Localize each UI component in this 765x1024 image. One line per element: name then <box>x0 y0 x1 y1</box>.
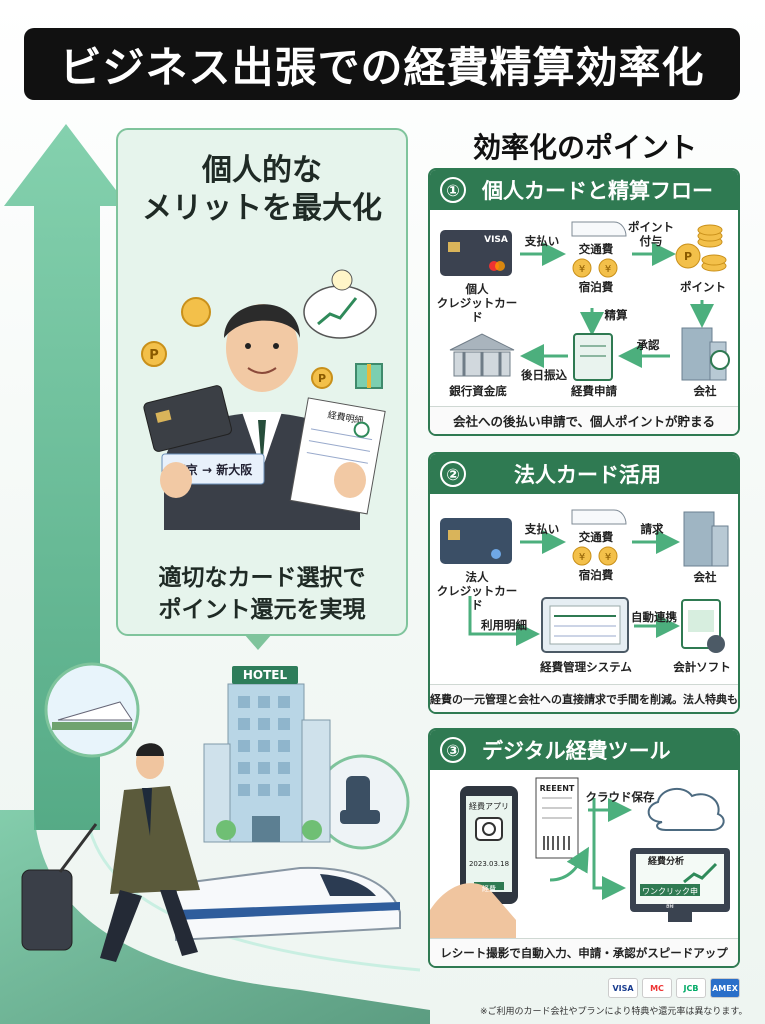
section2-title: 法人カード活用 <box>514 463 661 487</box>
section2-header: ② 法人カード活用 <box>430 454 738 494</box>
transport-label: 交通費 <box>578 242 614 256</box>
hotel-sign: HOTEL <box>232 666 298 684</box>
jcb-logo: JCB <box>676 978 706 998</box>
approve-label: 承認 <box>636 338 660 352</box>
points-label: ポイント <box>680 280 726 294</box>
receipt-label: REEENT <box>539 784 575 793</box>
visa-logo: VISA <box>608 978 638 998</box>
software-label: 会計ソフト <box>673 660 731 674</box>
transport2-label: 交通費 <box>578 530 614 544</box>
pay-label: 支払い <box>524 234 560 248</box>
section2-number: ② <box>440 461 466 487</box>
section1-title: 個人カードと精算フロー <box>482 179 713 203</box>
section3-flow-diagram <box>430 777 730 942</box>
settle-label: 精算 <box>604 308 628 322</box>
points-title: 効率化のポイント <box>472 131 697 164</box>
section1-number: ① <box>440 177 466 203</box>
svg-text:¥: ¥ <box>579 264 585 275</box>
panel-tail <box>244 634 272 650</box>
cloud-save-label: クラウド保存 <box>585 790 655 804</box>
point-grant-label-2: 付与 <box>639 234 663 248</box>
app-name-label: 経費アプリ <box>469 802 509 811</box>
svg-text:¥: ¥ <box>579 552 585 563</box>
section-digital-tools: ③ デジタル経費ツール 経費アプリ REEENT 2023.03.18 経費 ク… <box>428 728 740 968</box>
section3-footer: レシート撮影で自動入力、申請・承認がスピードアップ <box>430 938 738 966</box>
panel-heading: 個人的な メリットを最大化 <box>118 152 406 228</box>
travel-scene-illustration <box>21 662 410 962</box>
lodging-label: 宿泊費 <box>578 280 614 294</box>
bank-label: 銀行資金底 <box>449 384 507 398</box>
panel-heading-line1: 個人的な <box>202 153 322 188</box>
svg-text:P: P <box>318 372 326 385</box>
statement-label: 利用明細 <box>481 618 527 632</box>
section-personal-card: ① 個人カードと精算フロー VISA ¥ ¥ P <box>428 168 740 436</box>
page-title: ビジネス出張での経費精算効率化 <box>59 42 705 92</box>
lodging2-label: 宿泊費 <box>578 568 614 582</box>
section1-footer: 会社への後払い申請で、個人ポイントが貯まる <box>430 406 738 434</box>
invoice-label: 請求 <box>640 522 664 536</box>
personal-card-label-2: クレジットカード <box>436 296 518 324</box>
section3-title: デジタル経費ツール <box>482 739 671 763</box>
card-brand: VISA <box>484 235 508 245</box>
receipt-date-label: 2023.03.18 <box>468 860 510 868</box>
pay2-label: 支払い <box>524 522 560 536</box>
footnote: ※ご利用のカード会社やプランにより特典や還元率は異なります。 <box>480 1007 748 1017</box>
svg-text:¥: ¥ <box>605 264 611 275</box>
panel-sub-line2: ポイント還元を実現 <box>158 597 366 623</box>
personal-card-label: 個人 クレジットカード <box>434 282 520 324</box>
section2-footer: 経費の一元管理と会社への直接請求で手間を削減。法人特典も <box>430 684 738 712</box>
auto-link-label: 自動連携 <box>631 610 677 624</box>
corporate-card-label-1: 法人 <box>465 570 489 584</box>
point-grant-label: ポイント 付与 <box>626 220 676 248</box>
system-label: 経費管理システム <box>540 660 632 674</box>
section3-number: ③ <box>440 737 466 763</box>
amex-logo: AMEX <box>710 978 740 998</box>
ticket-text: 東京 → 新大阪 <box>174 462 253 477</box>
svg-text:P: P <box>149 348 159 363</box>
panel-subheading: 適切なカード選択で ポイント還元を実現 <box>118 562 406 626</box>
panel-heading-line2: メリットを最大化 <box>142 191 382 226</box>
analysis-label: 経費分析 <box>647 857 684 867</box>
section3-header: ③ デジタル経費ツール <box>430 730 738 770</box>
payment-logos: VISA MC JCB AMEX <box>608 978 740 998</box>
corporate-card-label: 法人 クレジットカード <box>434 570 520 612</box>
company-label: 会社 <box>693 384 717 398</box>
later-transfer-label: 後日振込 <box>521 368 567 382</box>
section1-flow-diagram: VISA ¥ ¥ P <box>440 221 730 381</box>
personal-card-label-1: 個人 <box>465 282 489 296</box>
corporate-card-label-2: クレジットカード <box>436 584 518 612</box>
mastercard-logo: MC <box>642 978 672 998</box>
expense-request-label: 経費申請 <box>571 384 617 398</box>
svg-text:P: P <box>684 250 692 263</box>
app-button-label[interactable]: 経費 <box>482 885 496 893</box>
company2-label: 会社 <box>693 570 717 584</box>
section2-flow-diagram: ¥ ¥ <box>440 509 729 653</box>
corporate-card-icon <box>440 518 512 564</box>
svg-text:¥: ¥ <box>605 552 611 563</box>
businessman-illustration: P P 東京 → 新大阪 経費明細 <box>141 269 386 530</box>
one-click-label[interactable]: ワンクリック申請 <box>642 887 698 909</box>
title-bar: ビジネス出張での経費精算効率化 <box>24 28 740 100</box>
section-corporate-card: ② 法人カード活用 ¥ ¥ 法人 クレジットカード 支払い 交通費 宿泊費 請求… <box>428 452 740 714</box>
point-grant-label-1: ポイント <box>628 220 674 234</box>
panel-sub-line1: 適切なカード選択で <box>158 565 366 591</box>
section1-header: ① 個人カードと精算フロー <box>430 170 738 210</box>
